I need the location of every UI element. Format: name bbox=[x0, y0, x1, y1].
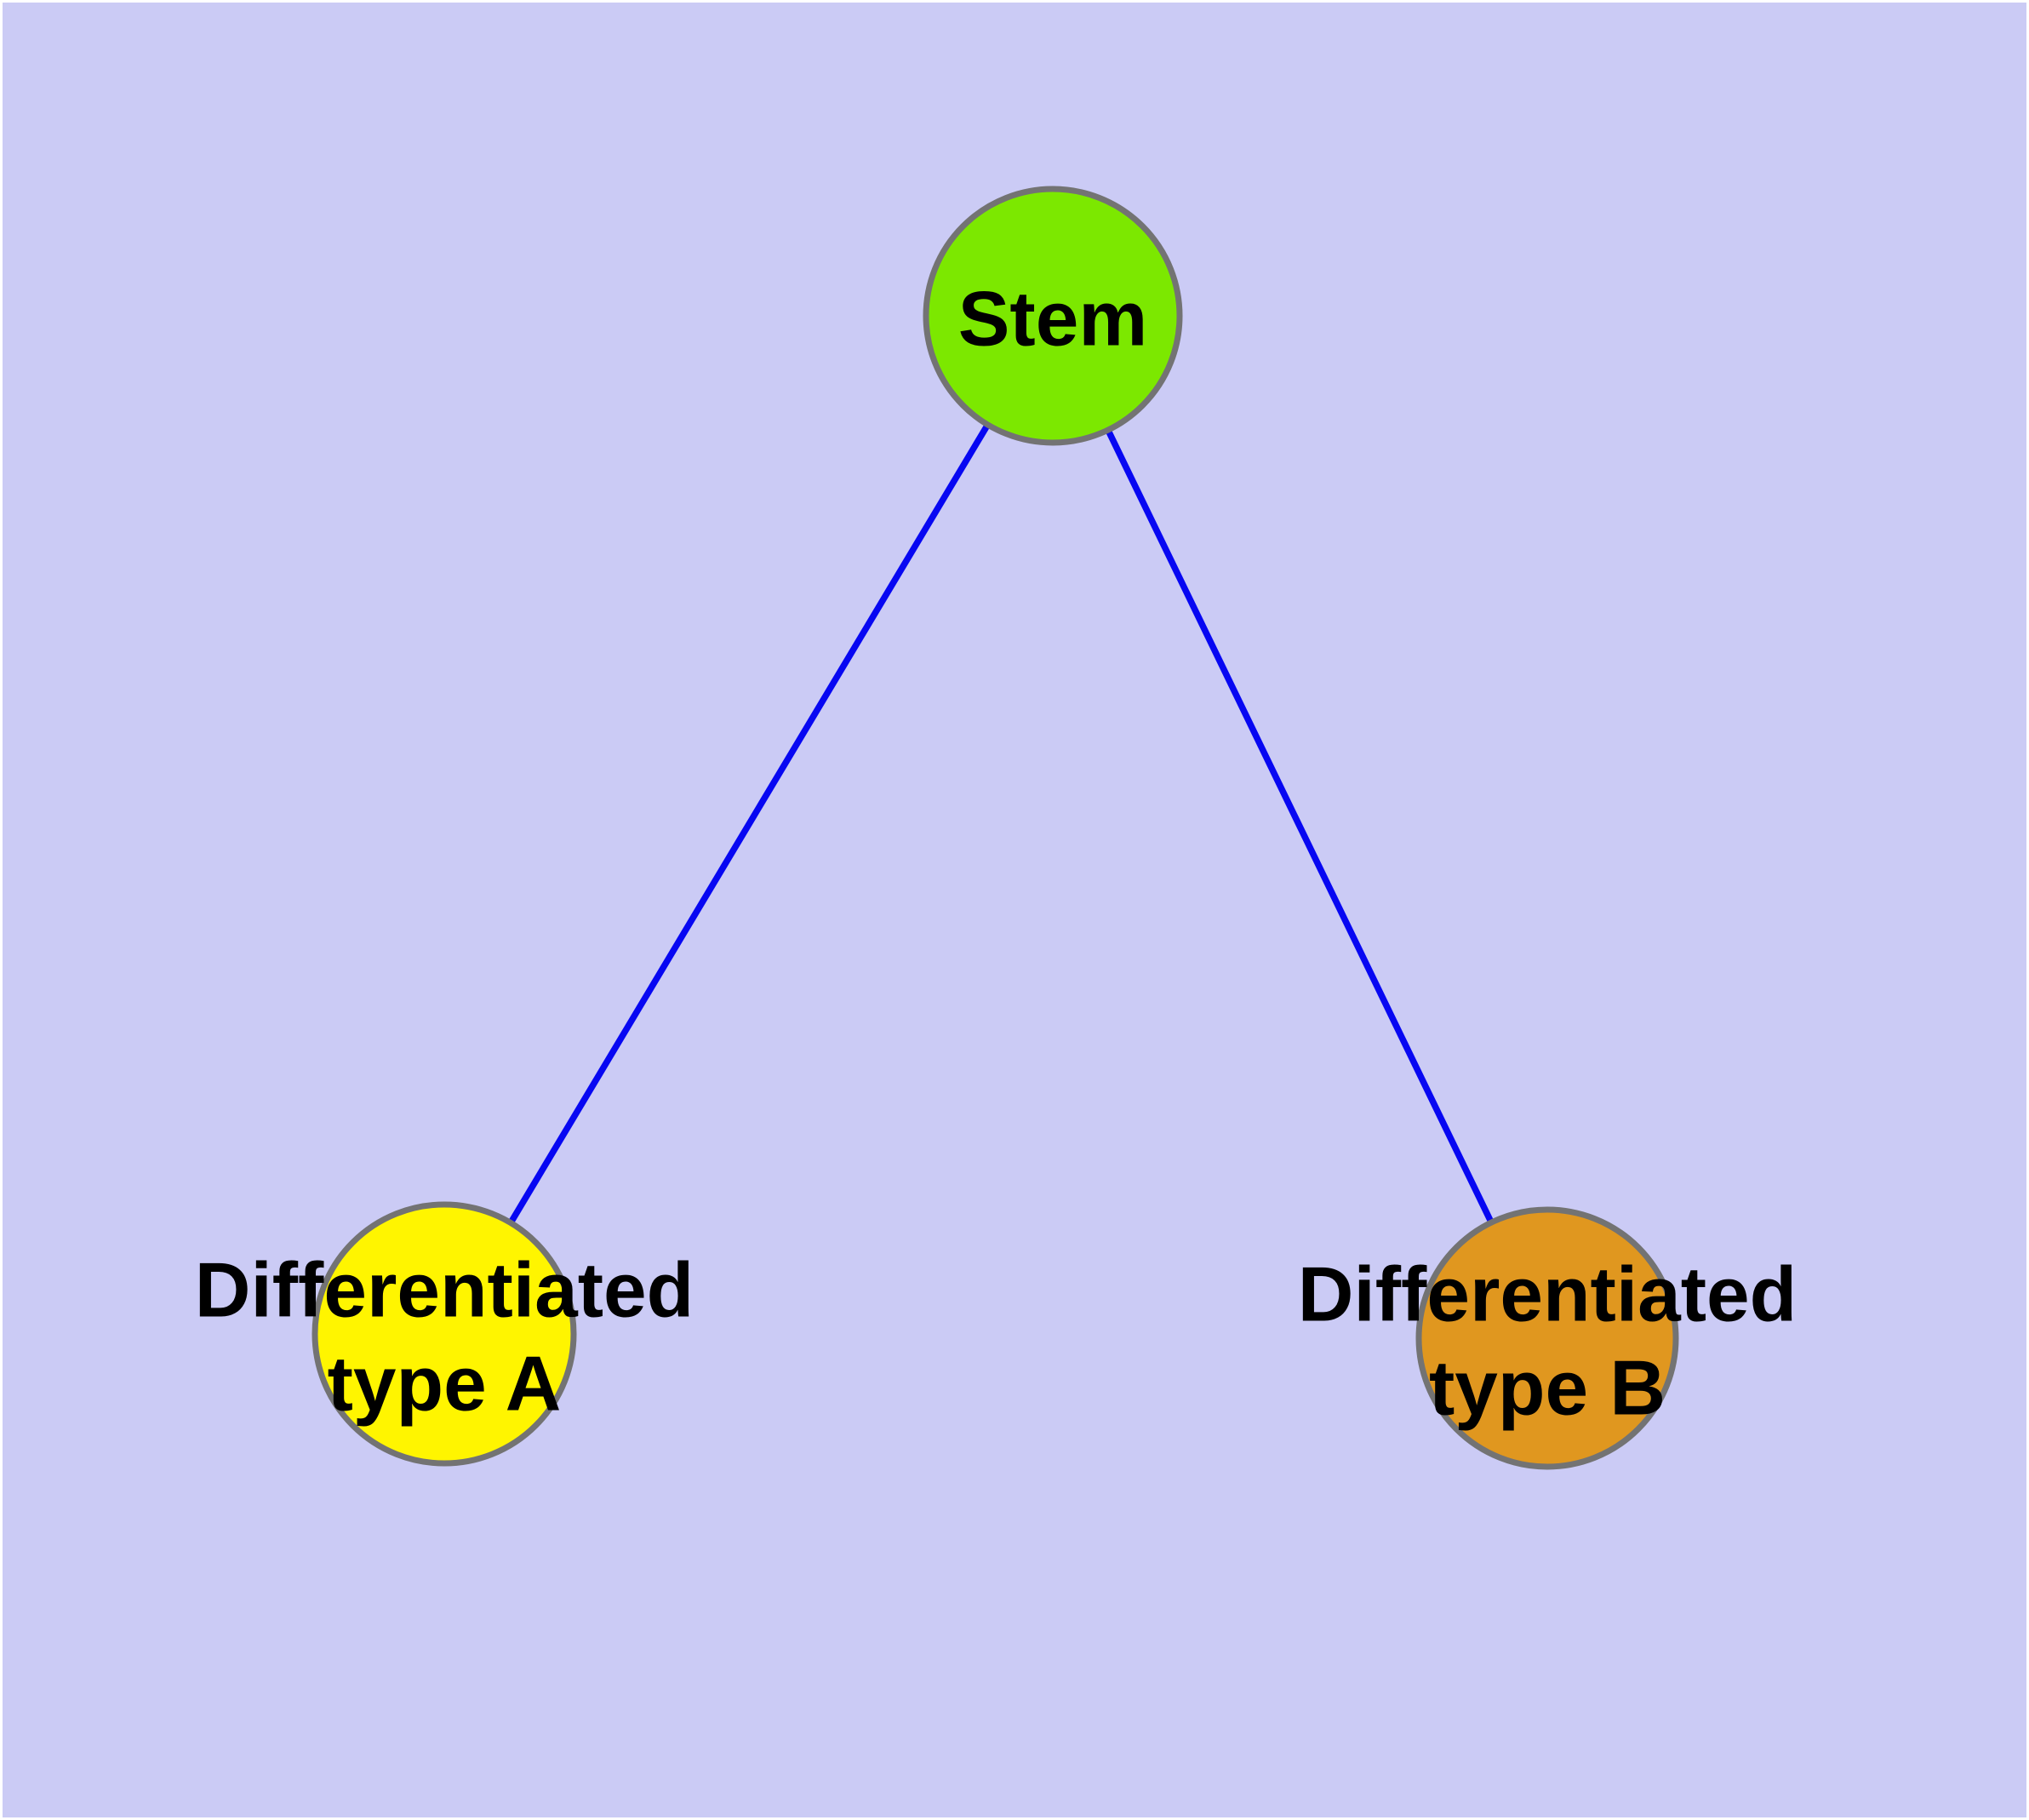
node-differentiated-type-b-circle bbox=[1415, 1206, 1679, 1470]
node-stem-circle bbox=[923, 186, 1183, 446]
node-differentiated-type-b-label-line-1: Differentiated bbox=[1298, 1252, 1798, 1338]
nodes-layer bbox=[311, 186, 1679, 1470]
node-stem-label-line-1: Stem bbox=[958, 277, 1148, 363]
edge-stem-differentiated-type-b bbox=[1049, 314, 1551, 1340]
node-differentiated-type-a-label-line-2: type A bbox=[328, 1342, 562, 1428]
edges-layer bbox=[441, 314, 1551, 1340]
node-differentiated-type-a-label-line-1: Differentiated bbox=[195, 1248, 694, 1334]
node-stem-label: Stem bbox=[958, 277, 1148, 363]
edge-stem-differentiated-type-a bbox=[441, 314, 1056, 1336]
node-differentiated-type-a-circle bbox=[311, 1201, 577, 1467]
node-differentiated-type-b-label-line-2: type B bbox=[1429, 1346, 1666, 1432]
